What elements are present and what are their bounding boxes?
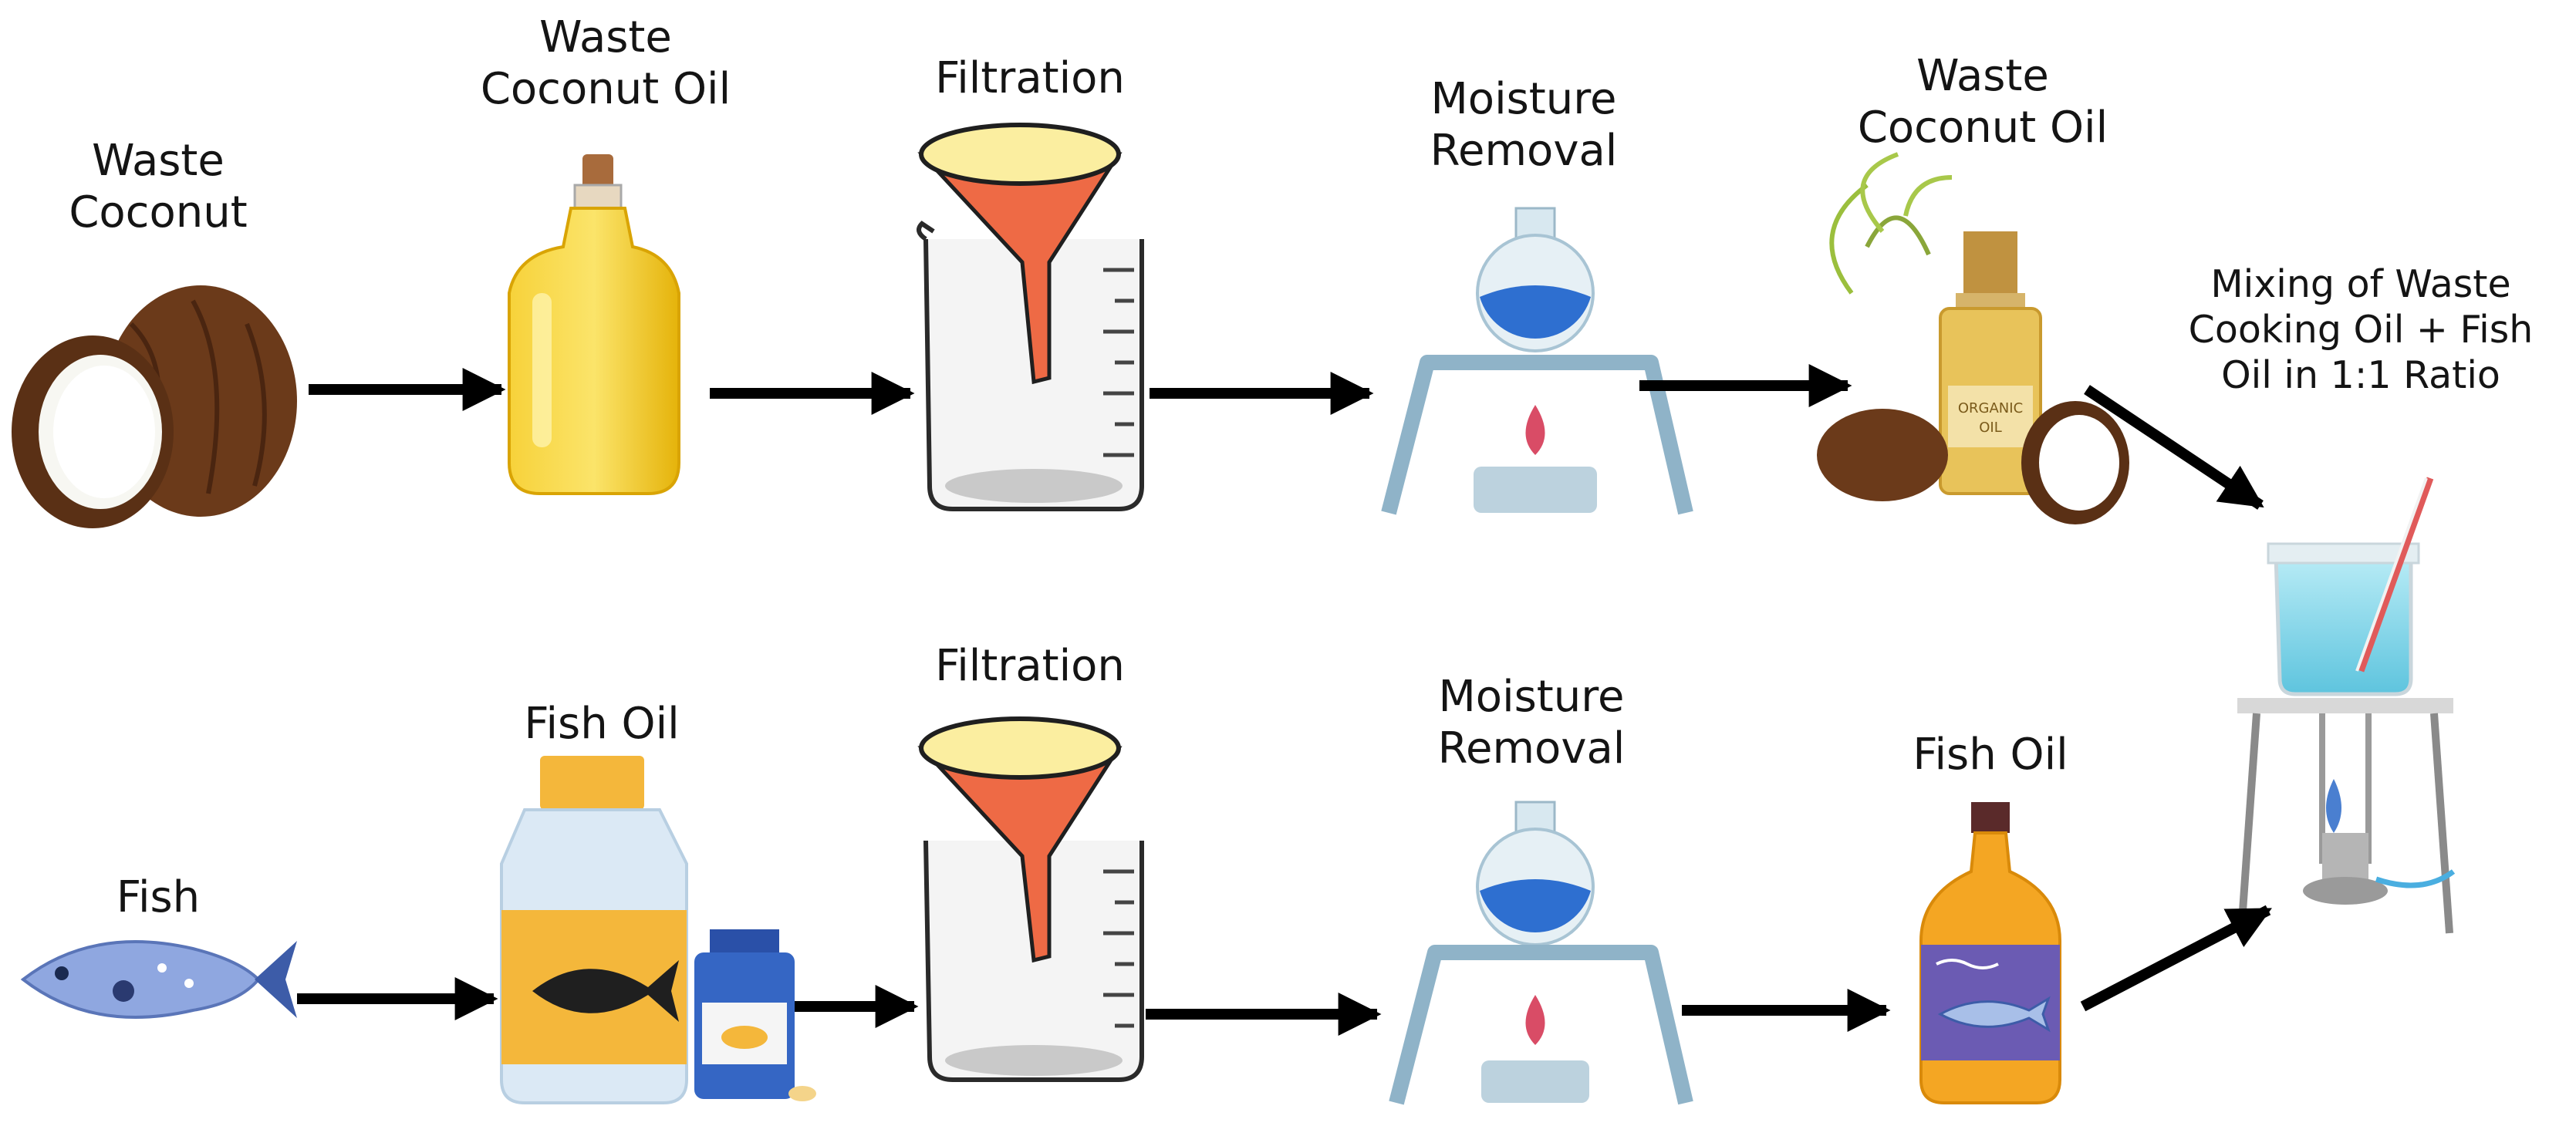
- label-line: Fish: [116, 872, 201, 922]
- label-line: Fish Oil: [1913, 730, 2068, 780]
- organic-oil-product-icon: ORGANIC OIL: [1817, 152, 2129, 524]
- label-line: Waste: [92, 136, 225, 186]
- label-line: Removal: [1437, 723, 1626, 774]
- coconut-oil-bottle-icon: [508, 154, 680, 495]
- fish-oil-bottle-icon: [500, 756, 816, 1104]
- funnel-icon-2: [917, 716, 1123, 963]
- label-line: Mixing of Waste: [2210, 262, 2511, 306]
- label-line: Oil in 1:1 Ratio: [2221, 352, 2500, 397]
- label-waste-coconut-oil-product: Waste Coconut Oil: [1858, 50, 2108, 153]
- organic-oil-tag: ORGANIC: [1958, 400, 2023, 416]
- fish-icon: [20, 940, 297, 1019]
- label-line: Coconut Oil: [480, 64, 731, 115]
- label-fish-oil-product: Fish Oil: [1913, 729, 2068, 780]
- label-line: Removal: [1430, 126, 1618, 177]
- label-fish: Fish: [116, 871, 200, 923]
- label-line: Filtration: [935, 53, 1125, 103]
- label-waste-coconut: Waste Coconut: [69, 135, 247, 238]
- label-fish-oil: Fish Oil: [524, 698, 679, 750]
- label-line: Waste: [1916, 51, 2049, 101]
- label-line: Moisture: [1438, 672, 1625, 722]
- label-filtration-top: Filtration: [935, 52, 1125, 104]
- label-line: Filtration: [935, 641, 1125, 691]
- mixing-beaker-stand-icon: [2237, 477, 2456, 934]
- flask-stand-icon: [1381, 207, 1693, 515]
- label-line: Fish Oil: [524, 699, 680, 749]
- label-line: Coconut: [69, 187, 248, 238]
- label-waste-coconut-oil: Waste Coconut Oil: [481, 12, 731, 115]
- label-filtration-bottom: Filtration: [935, 640, 1125, 692]
- flow-arrows: [297, 364, 2272, 1036]
- label-line: Moisture: [1430, 74, 1617, 124]
- label-moisture-removal-bottom: Moisture Removal: [1438, 671, 1626, 774]
- flask-stand-icon-2: [1389, 801, 1693, 1105]
- funnel-icon: [917, 123, 1123, 385]
- label-mixing: Mixing of Waste Cooking Oil + Fish Oil i…: [2189, 262, 2534, 398]
- label-line: Coconut Oil: [1857, 103, 2108, 153]
- arrow-product-to-mixing: [2084, 385, 2264, 510]
- label-line: Waste: [539, 12, 672, 62]
- label-moisture-removal-top: Moisture Removal: [1430, 73, 1618, 177]
- fish-oil-product-icon: [1919, 802, 2061, 1104]
- svg-text:OIL: OIL: [1979, 420, 2002, 436]
- label-line: Cooking Oil + Fish: [2188, 307, 2534, 352]
- arrow-fishoil-to-mixing: [2080, 905, 2272, 1012]
- coconut-icon: [12, 285, 297, 528]
